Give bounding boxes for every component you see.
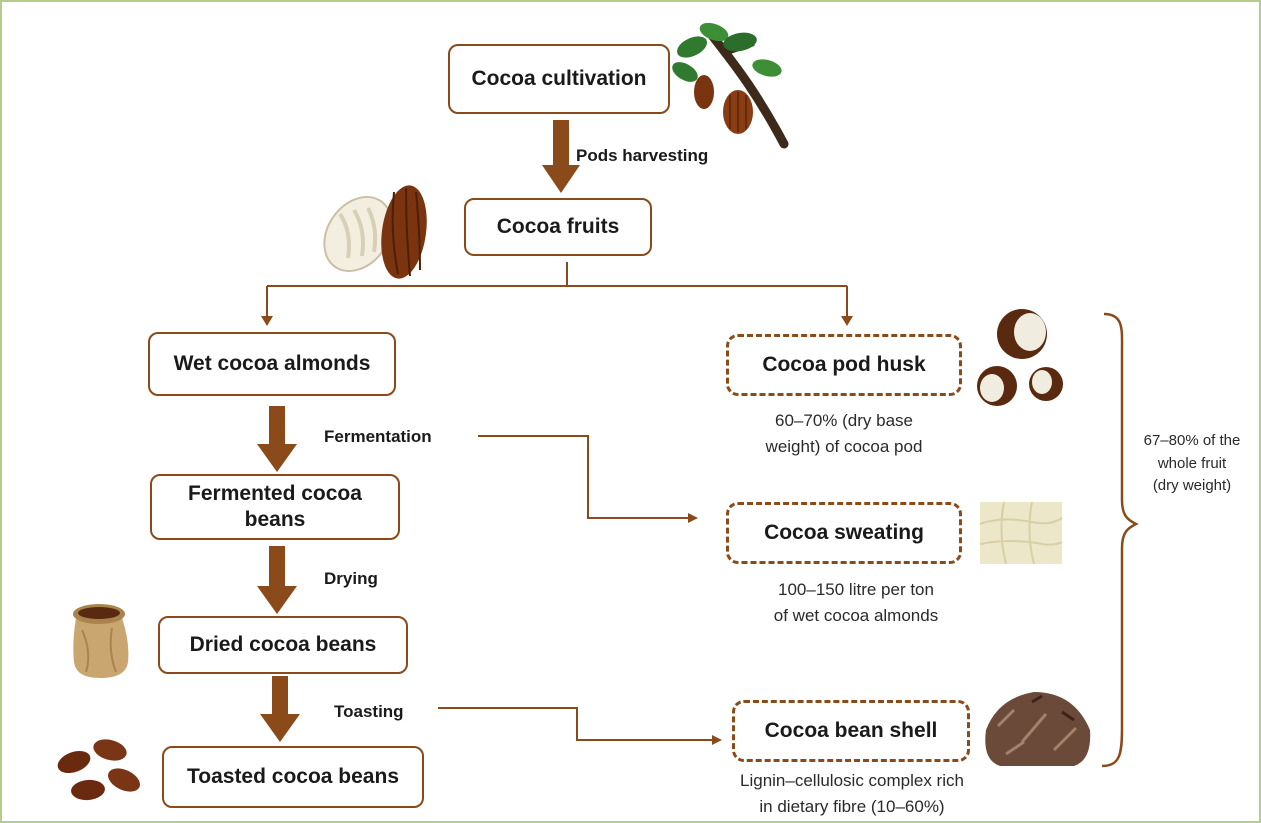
cocoa-fruits-label: Cocoa fruits xyxy=(497,214,620,240)
cocoa-cultivation-box: Cocoa cultivation xyxy=(448,44,670,114)
fermentation-arrowhead xyxy=(688,513,698,523)
dried-cocoa-beans-box: Dried cocoa beans xyxy=(158,616,408,674)
cocoa-cultivation-label: Cocoa cultivation xyxy=(471,66,646,92)
sweating-note-line-2: of wet cocoa almonds xyxy=(774,606,938,625)
toasting-line xyxy=(438,708,714,740)
total-share-line-2: whole fruit xyxy=(1158,455,1226,472)
fermented-cocoa-beans-box: Fermented cocoa beans xyxy=(150,474,400,540)
fermented-label-line-2: beans xyxy=(245,508,306,531)
fermentation-line xyxy=(478,436,690,518)
total-share-note: 67–80% of the whole fruit (dry weight) xyxy=(1130,430,1254,498)
total-brace xyxy=(1102,314,1136,766)
cocoa-bean-sack-icon xyxy=(73,604,128,678)
pod-husk-note: 60–70% (dry base weight) of cocoa pod xyxy=(728,408,960,459)
cocoa-pod-husk-box: Cocoa pod husk xyxy=(726,334,962,396)
bean-shell-note: Lignin–cellulosic complex rich in dietar… xyxy=(702,768,1002,819)
big-arrow-drying xyxy=(257,546,297,614)
toasted-beans-icon xyxy=(55,736,144,802)
pod-husk-note-line-2: weight) of cocoa pod xyxy=(766,437,923,456)
cocoa-bean-shell-box: Cocoa bean shell xyxy=(732,700,970,762)
sweating-note-line-1: 100–150 litre per ton xyxy=(778,580,934,599)
bean-shell-note-line-1: Lignin–cellulosic complex rich xyxy=(740,771,964,790)
fermented-cocoa-beans-label: Fermented cocoa beans xyxy=(188,481,362,534)
split-arrowhead-right xyxy=(841,316,853,326)
big-arrow-fermentation xyxy=(257,406,297,472)
cocoa-pulp-icon xyxy=(980,502,1062,564)
cocoa-pod-icon xyxy=(310,182,432,284)
wet-cocoa-almonds-box: Wet cocoa almonds xyxy=(148,332,396,396)
cocoa-sweating-label: Cocoa sweating xyxy=(764,520,924,546)
split-arrowhead-left xyxy=(261,316,273,326)
cocoa-bean-shell-label: Cocoa bean shell xyxy=(765,718,938,744)
pods-harvesting-label: Pods harvesting xyxy=(576,146,708,166)
fermentation-label: Fermentation xyxy=(324,427,432,447)
pod-husk-note-line-1: 60–70% (dry base xyxy=(775,411,913,430)
cocoa-sweating-box: Cocoa sweating xyxy=(726,502,962,564)
toasted-cocoa-beans-label: Toasted cocoa beans xyxy=(187,764,399,790)
fermented-label-line-1: Fermented cocoa xyxy=(188,482,362,505)
toasting-label: Toasting xyxy=(334,702,404,722)
wet-cocoa-almonds-label: Wet cocoa almonds xyxy=(174,351,371,377)
cocoa-tree-branch-icon xyxy=(669,19,784,144)
pod-husk-pieces-icon xyxy=(977,309,1063,406)
drying-label: Drying xyxy=(324,569,378,589)
bean-shell-note-line-2: in dietary fibre (10–60%) xyxy=(759,797,944,816)
bean-shell-pile-icon xyxy=(985,692,1090,766)
big-arrow-harvesting xyxy=(542,120,580,193)
toasted-cocoa-beans-box: Toasted cocoa beans xyxy=(162,746,424,808)
big-arrow-toasting xyxy=(260,676,300,742)
cocoa-pod-husk-label: Cocoa pod husk xyxy=(762,352,925,378)
toasting-arrowhead xyxy=(712,735,722,745)
total-share-line-1: 67–80% of the xyxy=(1144,432,1241,449)
cocoa-fruits-box: Cocoa fruits xyxy=(464,198,652,256)
sweating-note: 100–150 litre per ton of wet cocoa almon… xyxy=(728,577,984,628)
dried-cocoa-beans-label: Dried cocoa beans xyxy=(190,632,377,658)
total-share-line-3: (dry weight) xyxy=(1153,477,1231,494)
